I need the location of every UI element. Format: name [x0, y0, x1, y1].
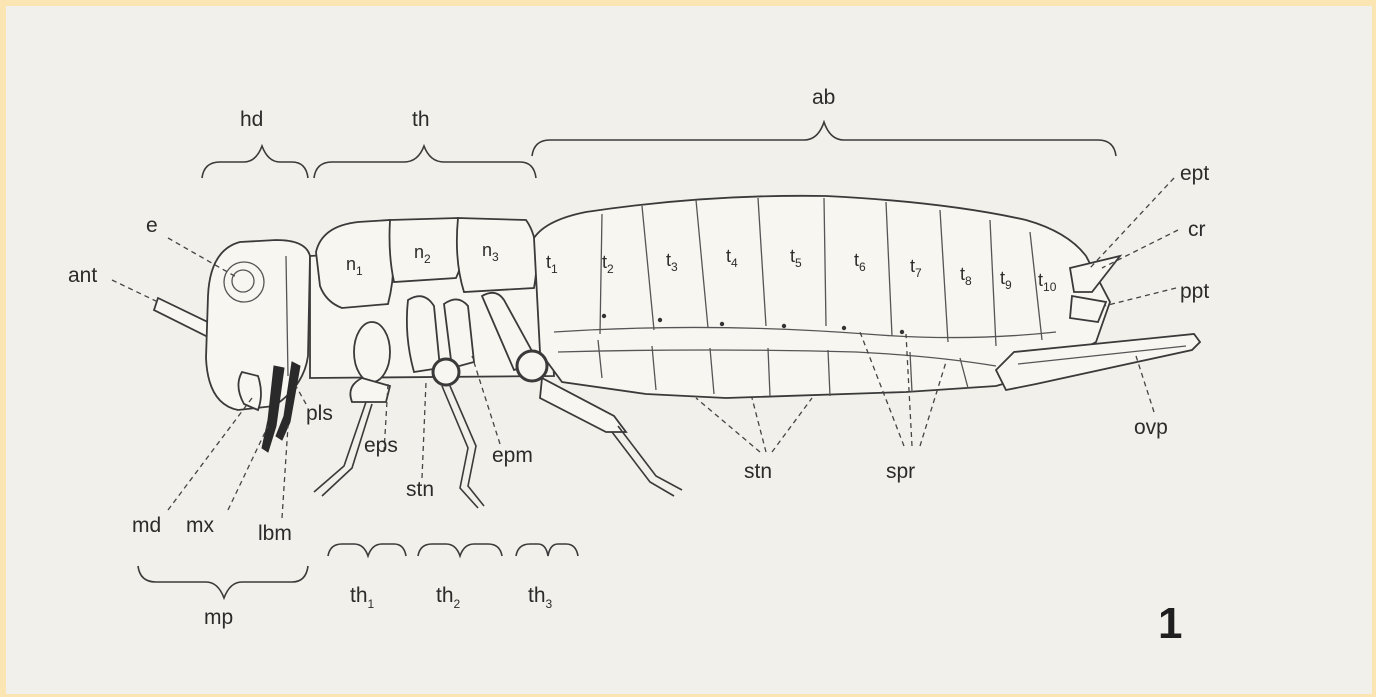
- label-ab: ab: [812, 86, 835, 109]
- insect-body: [154, 196, 1200, 508]
- thorax-brace: [314, 146, 536, 178]
- midleg: [433, 359, 484, 508]
- label-abdominal-stn: stn: [744, 460, 772, 483]
- label-th2: th2: [436, 584, 461, 611]
- label-lbm: lbm: [258, 522, 292, 545]
- label-hd: hd: [240, 108, 263, 131]
- pleuron-1: [354, 322, 390, 382]
- episternum-2: [407, 296, 440, 372]
- label-md: md: [132, 514, 161, 537]
- label-e: e: [146, 214, 158, 237]
- label-spr: spr: [886, 460, 915, 483]
- label-pls: pls: [306, 402, 333, 425]
- label-ept: ept: [1180, 162, 1209, 185]
- label-eps: eps: [364, 434, 398, 457]
- insect-diagram: hd th ab e ant pls eps stn epm stn spr m…: [6, 6, 1372, 694]
- label-thoracic-stn: stn: [406, 478, 434, 501]
- th3-brace: [516, 544, 578, 556]
- label-ppt: ppt: [1180, 280, 1209, 303]
- label-th: th: [412, 108, 430, 131]
- abdomen-brace: [532, 122, 1116, 156]
- label-epm: epm: [492, 444, 533, 467]
- th2-brace: [418, 544, 502, 556]
- label-ant: ant: [68, 264, 97, 287]
- th1-brace: [328, 544, 406, 556]
- label-th3: th3: [528, 584, 553, 611]
- label-cr: cr: [1188, 218, 1206, 241]
- mouthparts-brace: [138, 566, 308, 598]
- label-th1: th1: [350, 584, 375, 611]
- figure-number: 1: [1158, 599, 1182, 648]
- label-mp: mp: [204, 606, 233, 629]
- label-ovp: ovp: [1134, 416, 1168, 439]
- label-mx: mx: [186, 514, 214, 537]
- insect-anatomy-figure: hd th ab e ant pls eps stn epm stn spr m…: [6, 6, 1372, 694]
- head-brace: [202, 146, 308, 178]
- notum-2: [390, 218, 463, 282]
